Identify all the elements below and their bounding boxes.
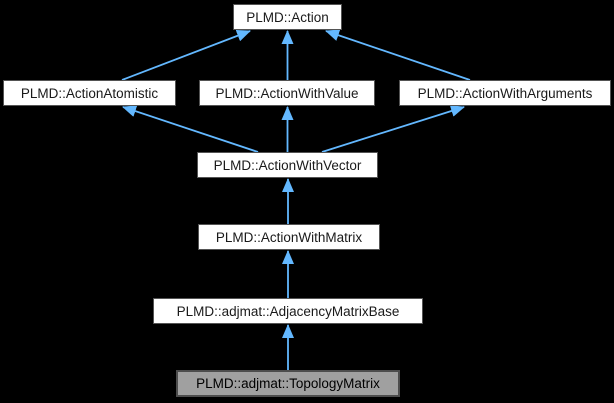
arrow-withvector-to-witharguments xyxy=(321,105,465,153)
class-node-action-with-value[interactable]: PLMD::ActionWithValue xyxy=(199,80,375,106)
class-node-action[interactable]: PLMD::Action xyxy=(233,4,342,30)
class-node-action-with-vector[interactable]: PLMD::ActionWithVector xyxy=(197,152,378,178)
class-node-adjacency-matrix-base[interactable]: PLMD::adjmat::AdjacencyMatrixBase xyxy=(153,298,423,324)
class-node-action-with-matrix[interactable]: PLMD::ActionWithMatrix xyxy=(198,224,380,250)
arrow-atomistic-to-action xyxy=(121,30,251,81)
arrow-withvector-to-atomistic xyxy=(122,105,259,153)
class-node-action-atomistic[interactable]: PLMD::ActionAtomistic xyxy=(3,80,176,106)
class-node-topology-matrix-current[interactable]: PLMD::adjmat::TopologyMatrix xyxy=(176,370,400,397)
arrow-witharguments-to-action xyxy=(325,29,471,81)
class-node-action-with-arguments[interactable]: PLMD::ActionWithArguments xyxy=(399,80,611,106)
